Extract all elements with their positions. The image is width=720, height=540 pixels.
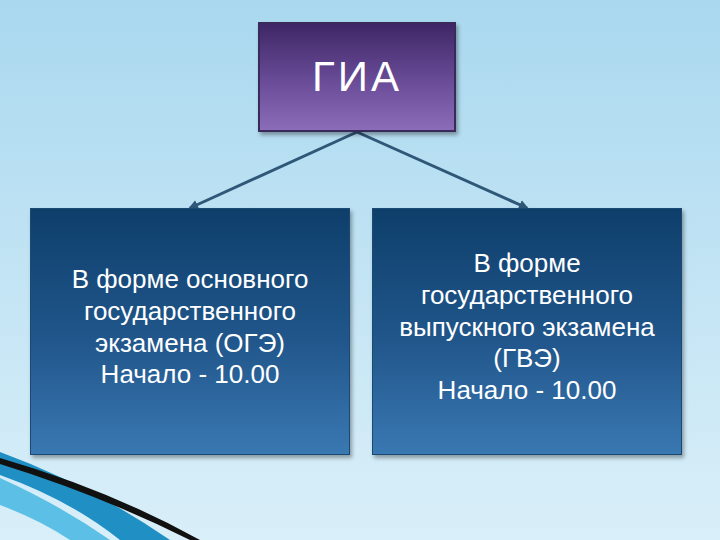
top-box: ГИА [258, 22, 456, 132]
box-text: В форме основного государственного экзам… [41, 264, 339, 359]
box-text: ГИА [312, 53, 402, 101]
exam-box: В форме государственного выпускного экза… [372, 208, 682, 455]
time-text: Начало - 10.00 [438, 375, 617, 407]
connector-arrow [357, 132, 527, 208]
time-text: Начало - 10.00 [101, 359, 280, 391]
swoosh-line [0, 458, 200, 540]
swoosh-stripe [0, 452, 170, 540]
exam-box: В форме основного государственного экзам… [30, 208, 350, 455]
connector-arrow [190, 132, 357, 208]
swoosh-stripe [0, 478, 110, 540]
box-text: В форме государственного выпускного экза… [383, 248, 671, 375]
